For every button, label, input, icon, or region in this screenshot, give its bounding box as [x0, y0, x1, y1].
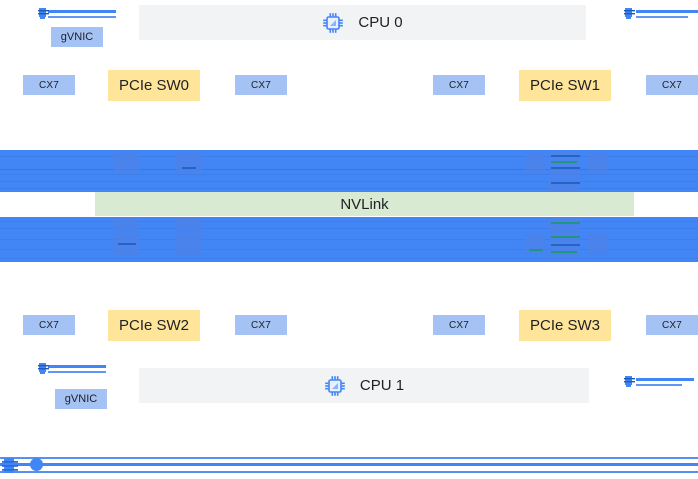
gvnic-0-label: gVNIC — [60, 31, 94, 43]
top-right-uplink-line — [636, 10, 698, 13]
datacenter-rail-line-top — [0, 457, 698, 459]
cx7-5-box[interactable]: CX7 — [235, 315, 287, 335]
nvlink-box[interactable]: NVLink — [95, 192, 634, 216]
cx7-1-label: CX7 — [250, 79, 272, 91]
pcie-sw0-label: PCIe SW0 — [118, 77, 190, 94]
pcie-sw0-box[interactable]: PCIe SW0 — [108, 70, 200, 101]
datacenter-rail-line-bottom — [0, 471, 698, 473]
pcie-sw3-box[interactable]: PCIe SW3 — [519, 310, 611, 341]
network-connector-icon — [624, 374, 638, 388]
gpu-band-0 — [0, 150, 698, 177]
pcie-sw2-box[interactable]: PCIe SW2 — [108, 310, 200, 341]
bottom-left-uplink-line-secondary — [48, 371, 106, 373]
cx7-0-box[interactable]: CX7 — [23, 75, 75, 95]
cx7-5-label: CX7 — [250, 319, 272, 331]
network-connector-icon — [624, 6, 638, 20]
network-connector-icon — [38, 6, 52, 20]
pcie-sw3-label: PCIe SW3 — [529, 317, 601, 334]
gvnic-1-box[interactable]: gVNIC — [55, 389, 107, 409]
cpu-chip-icon — [324, 375, 346, 397]
top-left-uplink-line-secondary — [48, 16, 116, 18]
cpu-0-label: CPU 0 — [358, 14, 403, 31]
network-connector-icon — [38, 361, 52, 375]
cx7-6-box[interactable]: CX7 — [433, 315, 485, 335]
gvnic-1-label: gVNIC — [64, 393, 98, 405]
cx7-3-label: CX7 — [661, 79, 683, 91]
cx7-7-label: CX7 — [661, 319, 683, 331]
datacenter-rail-line-main — [0, 463, 698, 466]
pcie-sw1-box[interactable]: PCIe SW1 — [519, 70, 611, 101]
cpu-chip-icon — [322, 12, 344, 34]
nvlink-row-right-fill — [634, 192, 698, 216]
bottom-right-uplink-line — [636, 378, 694, 381]
pcie-sw1-label: PCIe SW1 — [529, 77, 601, 94]
nvlink-label: NVLink — [340, 195, 389, 213]
cx7-2-box[interactable]: CX7 — [433, 75, 485, 95]
cpu-1-box[interactable]: CPU 1 — [139, 368, 589, 403]
top-right-uplink-line-secondary — [636, 16, 688, 18]
gvnic-0-box[interactable]: gVNIC — [51, 27, 103, 47]
cx7-1-box[interactable]: CX7 — [235, 75, 287, 95]
cx7-7-box[interactable]: CX7 — [646, 315, 698, 335]
gpu-band-2 — [0, 217, 698, 232]
cx7-6-label: CX7 — [448, 319, 470, 331]
nvlink-row-left-fill — [0, 192, 95, 216]
cx7-0-label: CX7 — [38, 79, 60, 91]
bottom-left-uplink-line — [48, 365, 106, 368]
bottom-right-uplink-line-secondary — [636, 384, 682, 386]
gpu-band-1 — [0, 177, 698, 192]
cx7-4-box[interactable]: CX7 — [23, 315, 75, 335]
cx7-2-label: CX7 — [448, 79, 470, 91]
gpu-band-3 — [0, 232, 698, 262]
cpu-1-label: CPU 1 — [359, 377, 405, 394]
pcie-sw2-label: PCIe SW2 — [118, 317, 190, 334]
cpu-0-box[interactable]: CPU 0 — [139, 5, 586, 40]
datacenter-rail-endpoint-dot — [30, 458, 43, 471]
cx7-3-box[interactable]: CX7 — [646, 75, 698, 95]
cx7-4-label: CX7 — [38, 319, 60, 331]
top-left-uplink-line — [48, 10, 116, 13]
network-switch-icon — [2, 456, 22, 476]
